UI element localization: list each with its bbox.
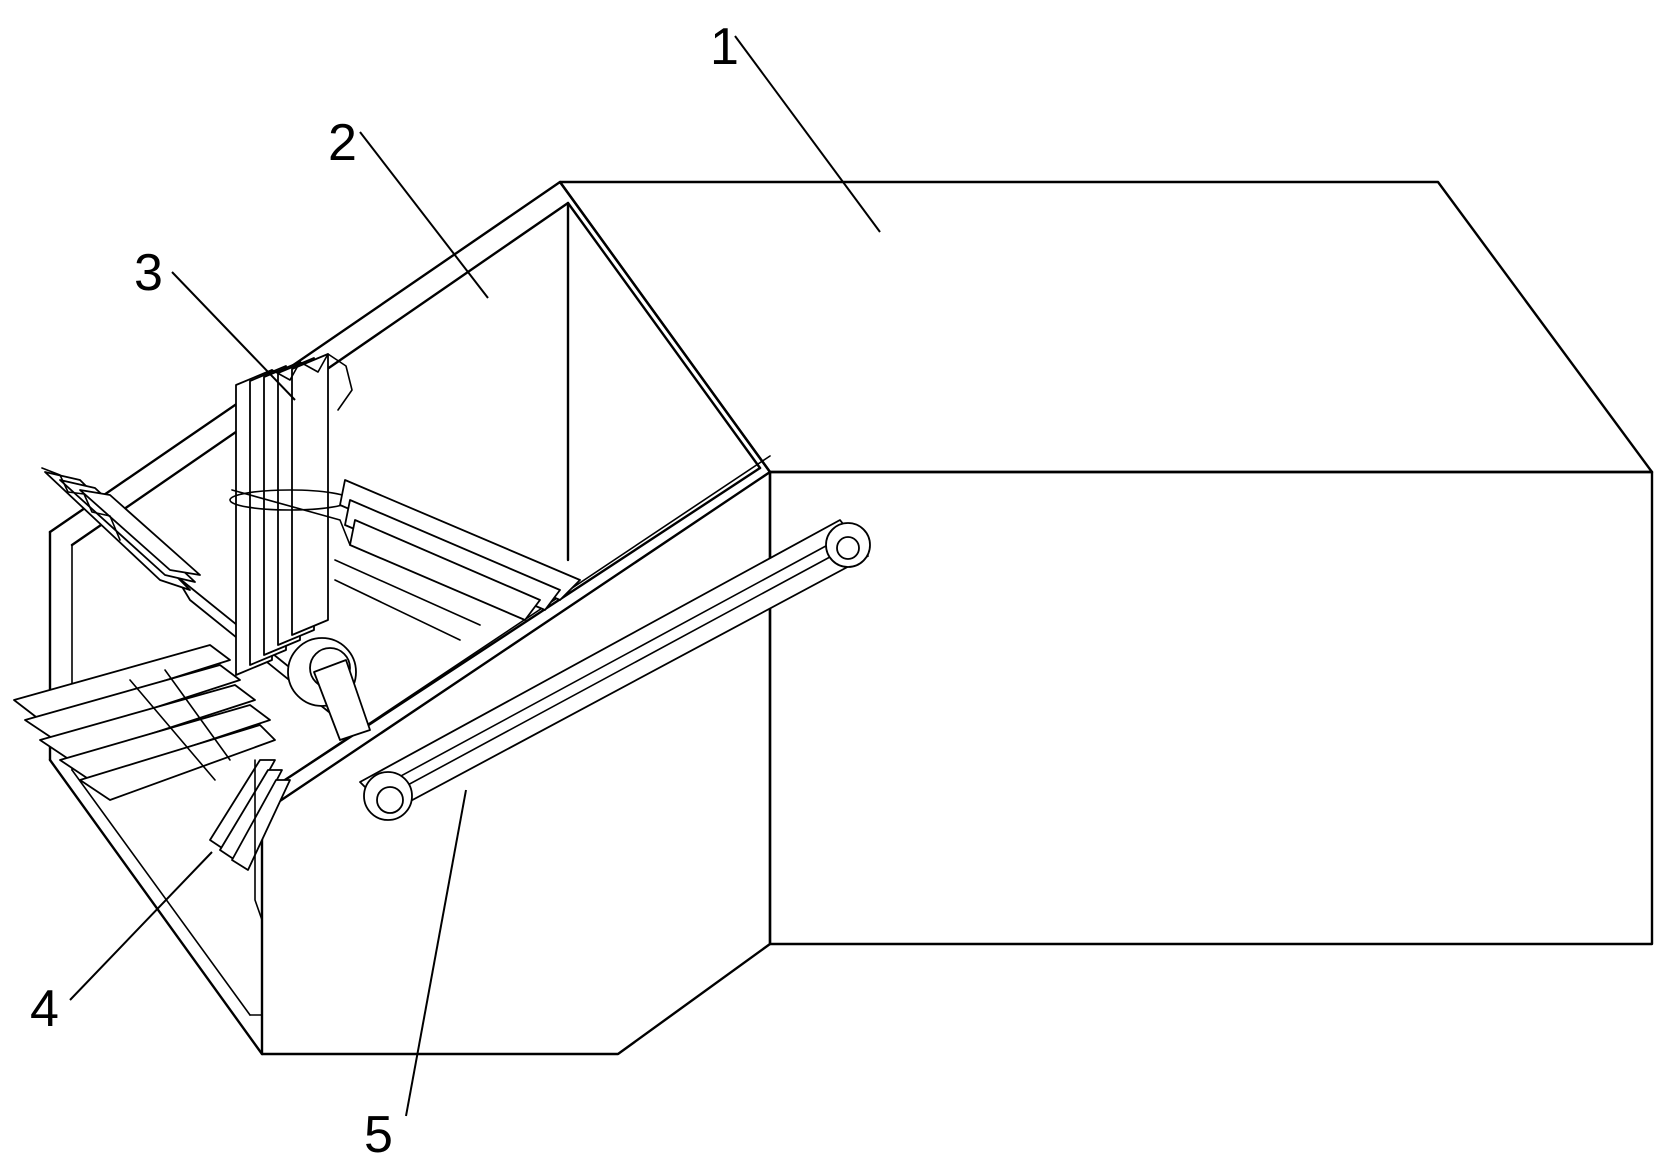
belt-drive <box>359 519 871 821</box>
rotor-blades-right <box>334 479 581 641</box>
callout-4: 4 <box>30 980 59 1038</box>
hopper-front-wall <box>260 470 772 1056</box>
callouts: 1 2 3 4 5 <box>30 18 739 1164</box>
rotor-blades-upper <box>229 353 353 676</box>
hopper-bottom-slope <box>48 758 264 1056</box>
rotor-blades-lower-left <box>13 644 276 801</box>
housing-front-face <box>768 470 1654 946</box>
callout-5: 5 <box>364 1106 393 1164</box>
leader-3 <box>171 271 296 401</box>
callout-2: 2 <box>328 114 357 172</box>
leader-4 <box>69 851 213 1001</box>
callout-3: 3 <box>134 244 163 302</box>
housing-top-face <box>558 180 1654 474</box>
leader-2 <box>359 131 489 299</box>
hopper-front-top-edge <box>260 466 762 797</box>
pulley-lower-core <box>376 786 404 814</box>
rotor-axle <box>313 659 371 741</box>
hopper-bottom-inner <box>71 769 251 1016</box>
hopper-rim-inner <box>70 201 762 547</box>
rotor-assembly <box>13 353 581 921</box>
hopper-rim-back <box>48 180 772 534</box>
rotor-blades-left <box>41 467 201 591</box>
rotor-blades-lower <box>209 759 291 921</box>
callout-1: 1 <box>710 18 739 76</box>
leader-5 <box>405 789 467 1117</box>
pulley-upper-core <box>836 536 860 560</box>
main-housing <box>558 180 1654 946</box>
leader-1 <box>734 35 881 233</box>
leader-lines <box>69 35 881 1117</box>
